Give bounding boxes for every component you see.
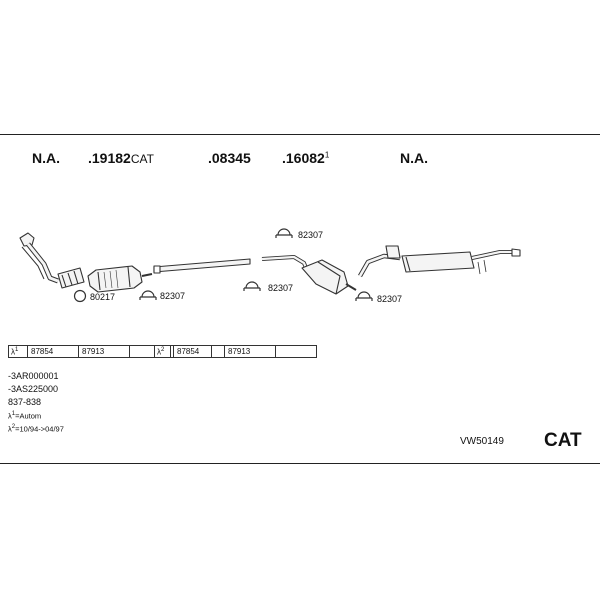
clamp-drawing-c (275, 228, 293, 238)
part-label-4: .160821 (282, 150, 330, 166)
clamp-drawing-d (355, 291, 373, 301)
rear-silencer-drawing (358, 245, 521, 278)
note-line-lambda2: λ2=10/94->04/97 (8, 423, 64, 434)
table-cell: 87913 (224, 345, 276, 358)
clamp-number-a: 82307 (160, 291, 186, 301)
part-label-3: .08345 (208, 150, 251, 166)
clamp-drawing-a (139, 290, 157, 300)
clamp-number-b: 82307 (268, 283, 294, 293)
reference-table-right: λ2 87854 87913 (154, 345, 317, 358)
cat-badge: CAT (544, 430, 582, 451)
clamp-number-d: 82307 (377, 294, 403, 304)
middle-silencer-drawing (261, 255, 357, 295)
part-label-2: .19182CAT (88, 150, 154, 166)
intermediate-pipe-drawing (153, 258, 251, 274)
part-label-5: N.A. (400, 150, 428, 166)
catalytic-converter-drawing (87, 265, 153, 293)
gasket-number: 80217 (90, 292, 116, 302)
note-line-lambda1: λ1=Autom (8, 411, 42, 421)
gasket-drawing (73, 289, 87, 303)
part-label-1: N.A. (32, 150, 60, 166)
diagram-frame (0, 134, 600, 464)
front-pipe-drawing (19, 232, 85, 289)
set-code: VW50149 (460, 436, 504, 447)
note-line: -3AR000001 (8, 371, 59, 381)
lambda-cell: λ2 (154, 345, 174, 358)
note-line: -3AS225000 (8, 384, 59, 394)
note-line: 837-838 (8, 397, 42, 407)
clamp-number-c: 82307 (298, 230, 324, 240)
clamp-drawing-b (243, 281, 261, 291)
table-cell (275, 345, 317, 358)
table-cell: 87854 (27, 345, 79, 358)
lambda-cell: λ1 (8, 345, 28, 358)
application-notes: -3AR000001 -3AS225000 837-838 λ1=Autom λ… (8, 370, 64, 434)
table-cell: 87854 (173, 345, 225, 358)
table-cell: 87913 (78, 345, 130, 358)
